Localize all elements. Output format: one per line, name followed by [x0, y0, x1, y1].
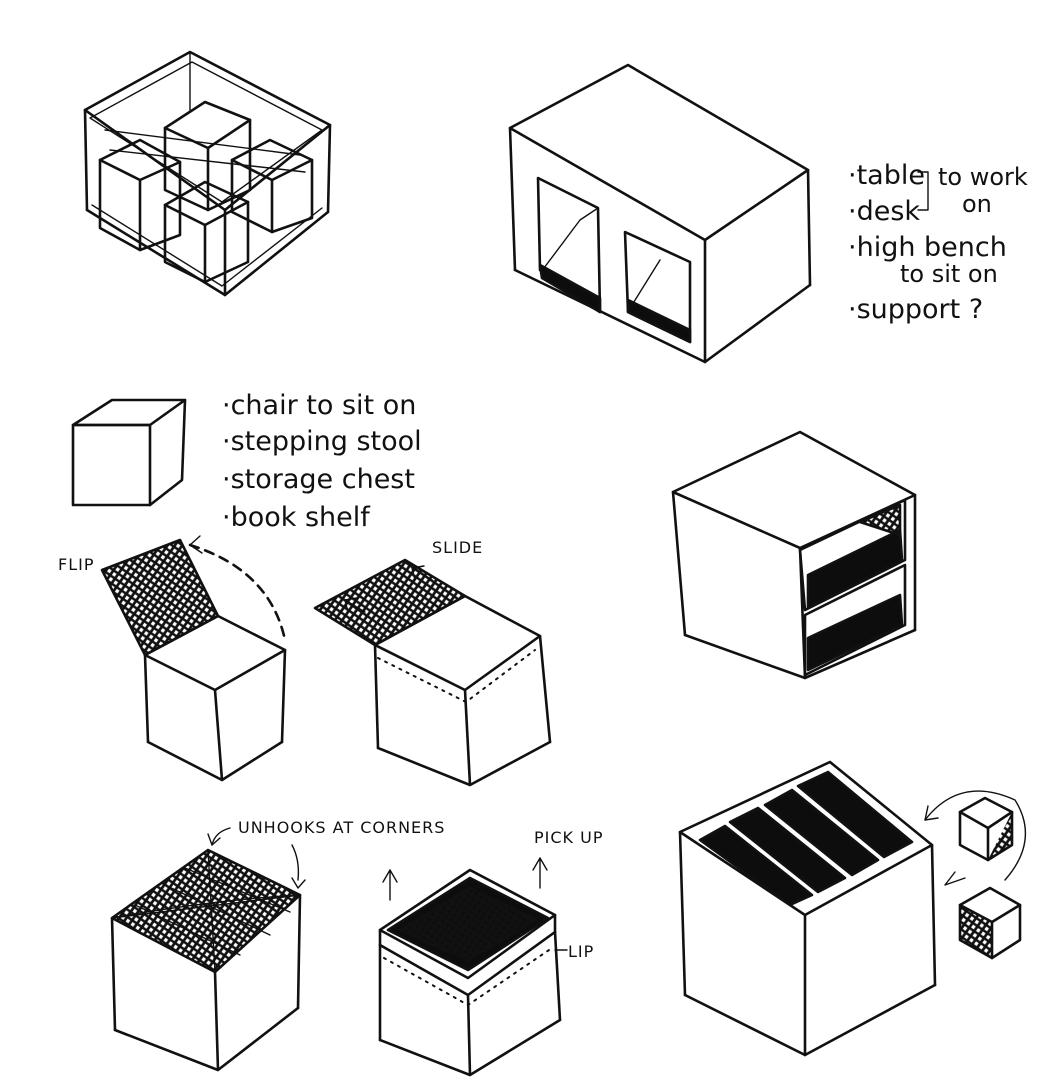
label-pick-up: PICK UP — [534, 828, 604, 847]
net-top-cube-sketch — [110, 827, 306, 1072]
note-book-shelf: ·book shelf — [222, 502, 370, 533]
label-unhooks-at-corners: UNHOOKS AT CORNERS — [238, 818, 446, 837]
note-table: ·table — [848, 160, 925, 191]
note-table-suffix: to work — [938, 163, 1028, 191]
note-sit-on: to sit on — [900, 260, 998, 288]
label-lip: LIP — [568, 942, 595, 961]
note-bracket — [917, 171, 929, 211]
note-chair: ·chair to sit on — [222, 390, 417, 421]
table-desk-box-sketch — [508, 63, 812, 364]
note-desk: ·desk — [848, 196, 921, 227]
note-stepping-stool: ·stepping stool — [222, 426, 422, 457]
note-high-bench: ·high bench — [848, 232, 1007, 263]
note-storage-chest: ·storage chest — [222, 464, 415, 495]
label-slide: SLIDE — [432, 538, 484, 557]
note-desk-suffix: on — [962, 190, 992, 218]
label-flip: FLIP — [58, 555, 95, 574]
slide-lid-box-sketch — [313, 558, 552, 787]
frame-with-cubes-sketch — [83, 50, 332, 297]
file-slot-cube-sketch — [678, 760, 1027, 1057]
bookshelf-cube-sketch — [671, 430, 917, 680]
small-cube-sketch — [71, 398, 187, 507]
flip-lid-box-sketch — [100, 535, 287, 782]
pickup-tray-cube-sketch — [378, 857, 568, 1077]
note-support: ·support ? — [848, 294, 984, 325]
